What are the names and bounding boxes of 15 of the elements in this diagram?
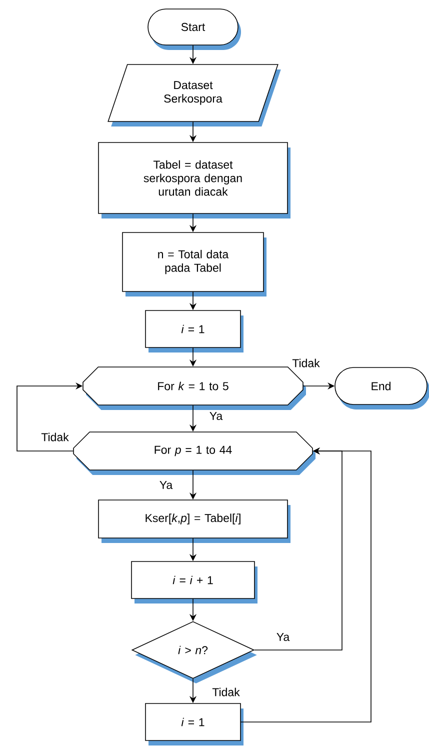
loop-hexagon: For k = 1 to 5 bbox=[82, 366, 306, 410]
edge-label: Ya bbox=[275, 632, 291, 642]
process-box: n = Total data pada Tabel bbox=[122, 232, 266, 296]
process-box: i = 1 bbox=[145, 310, 244, 352]
process-box: i = 1 bbox=[145, 703, 244, 746]
process-box: Kser[k,p] = Tabel[i] bbox=[98, 500, 290, 543]
process-box: Tabel = dataset serkospora dengan urutan diacak bbox=[98, 142, 290, 218]
edge-label: Tidak bbox=[211, 686, 241, 698]
loop-hexagon: For p = 1 to 44 bbox=[73, 432, 316, 475]
edge-label: Tidak bbox=[40, 432, 70, 442]
process-box: i = i + 1 bbox=[131, 561, 258, 604]
edge-label: Tidak bbox=[291, 358, 321, 368]
edge-label: Ya bbox=[158, 480, 174, 490]
edge-label: Ya bbox=[208, 411, 224, 422]
input-parallelogram: Dataset Serkospora bbox=[108, 64, 281, 126]
